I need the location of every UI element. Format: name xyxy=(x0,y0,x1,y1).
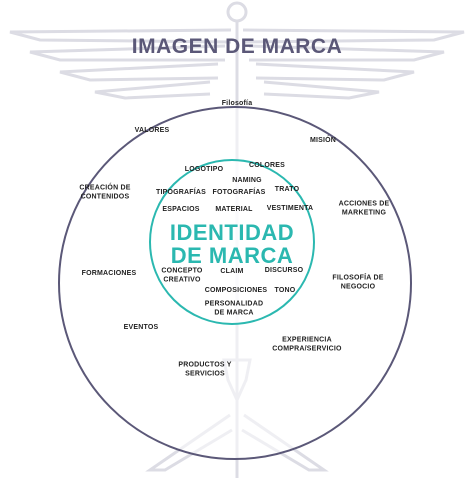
label-acciones-marketing: ACCIONES DE MARKETING xyxy=(338,200,390,217)
label-logotipo: LOGOTIPO xyxy=(184,165,224,173)
label-experiencia-compra: EXPERIENCIA COMPRA/SERVICIO xyxy=(272,336,342,353)
label-filosofia-negocio: FILOSOFÍA DE NEGOCIO xyxy=(332,274,384,291)
label-tipografias: TIPOGRAFÍAS xyxy=(155,188,207,196)
label-material: MATERIAL xyxy=(215,205,253,213)
label-fotografias: FOTOGRAFÍAS xyxy=(212,188,266,196)
label-filosofia: Filosofía xyxy=(221,99,253,107)
label-concepto-creativo: CONCEPTO CREATIVO xyxy=(161,267,203,284)
label-personalidad-marca: PERSONALIDAD DE MARCA xyxy=(204,300,264,317)
label-productos-servicios: PRODUCTOS Y SERVICIOS xyxy=(178,361,232,378)
label-tono: TONO xyxy=(274,286,296,294)
inner-circle xyxy=(149,159,315,325)
label-discurso: DISCURSO xyxy=(264,266,304,274)
label-creacion-contenidos: CREACIÓN DE CONTENIDOS xyxy=(79,184,131,201)
label-naming: NAMING xyxy=(232,176,262,184)
label-formaciones: FORMACIONES xyxy=(81,269,137,277)
label-espacios: ESPACIOS xyxy=(162,205,200,213)
label-mision: MISIÓN xyxy=(309,136,337,144)
label-eventos: EVENTOS xyxy=(123,323,159,331)
label-vestimenta: VESTIMENTA xyxy=(266,204,314,212)
page-title: IMAGEN DE MARCA xyxy=(131,35,343,58)
label-valores: VALORES xyxy=(134,126,170,134)
center-title: IDENTIDAD DE MARCA xyxy=(169,220,295,268)
label-colores: COLORES xyxy=(248,161,286,169)
label-composiciones: COMPOSICIONES xyxy=(204,286,268,294)
label-trato: TRATO xyxy=(274,185,300,193)
label-claim: CLAIM xyxy=(220,267,244,275)
